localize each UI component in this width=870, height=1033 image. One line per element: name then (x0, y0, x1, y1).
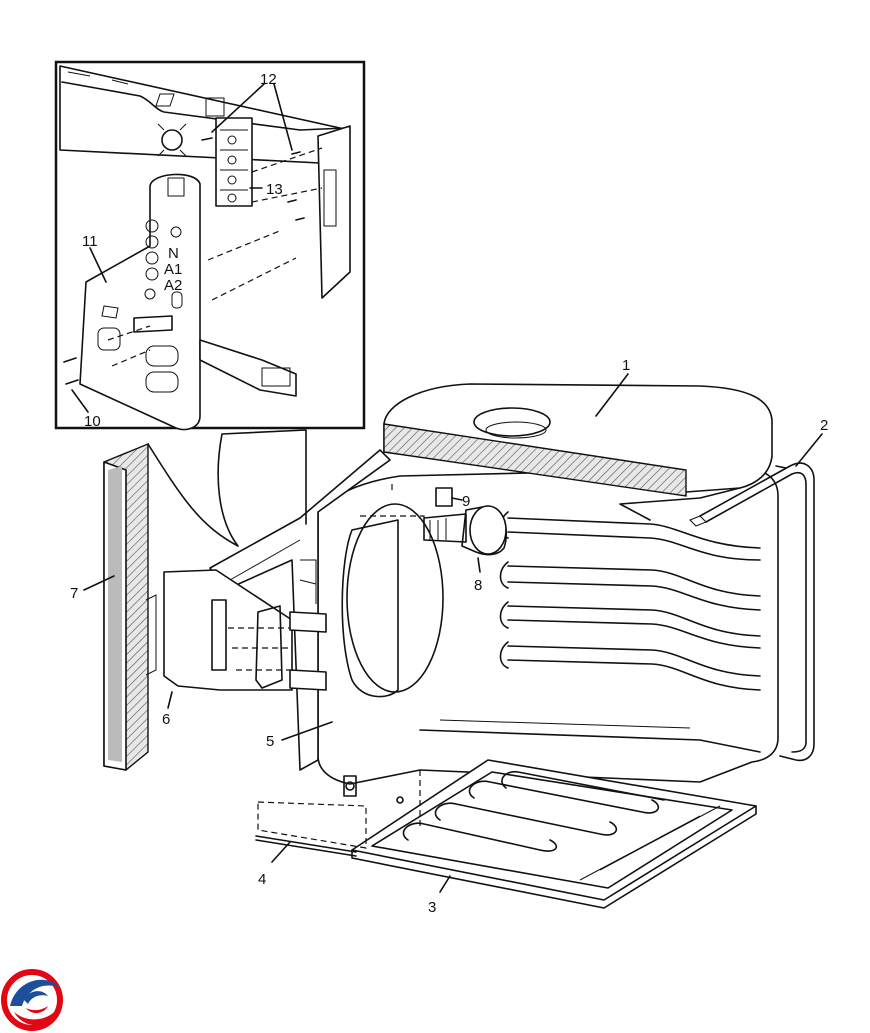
front-panel-part-7 (103, 442, 157, 771)
callout-5: 5 (266, 733, 274, 750)
callout-4: 4 (258, 871, 266, 888)
inset-detail-panel: N A1 A2 (54, 60, 366, 431)
top-insulation-part-1 (383, 383, 773, 521)
oven-cavity-part-5 (209, 449, 779, 797)
callout-10: 10 (84, 413, 101, 430)
inset-zoom-lines (147, 429, 307, 547)
support-rod-part-4 (255, 796, 404, 863)
inset-label-a1: A1 (164, 261, 182, 278)
oven-lamp-part-8 (423, 505, 508, 573)
callout-6: 6 (162, 711, 170, 728)
callout-2: 2 (820, 417, 828, 434)
inset-label-n: N (168, 245, 179, 262)
inset-label-a2: A2 (164, 277, 182, 294)
brand-swirl-logo-icon (1, 969, 63, 1031)
callout-7: 7 (70, 585, 78, 602)
door-seal-part-2 (689, 462, 815, 762)
lamp-holder-part-9 (360, 484, 463, 520)
callout-9: 9 (462, 493, 470, 510)
callout-labels: 1 2 3 4 5 6 7 8 9 10 11 12 13 (70, 71, 828, 916)
callout-12: 12 (260, 71, 277, 88)
terminal-block-part-13 (215, 117, 253, 207)
mounting-bracket-part-6 (163, 559, 327, 709)
callout-1: 1 (622, 357, 630, 374)
callout-11: 11 (82, 233, 98, 250)
heating-element-part-3 (351, 759, 757, 909)
callout-13: 13 (266, 181, 283, 198)
callout-3: 3 (428, 899, 436, 916)
callout-8: 8 (474, 577, 482, 594)
